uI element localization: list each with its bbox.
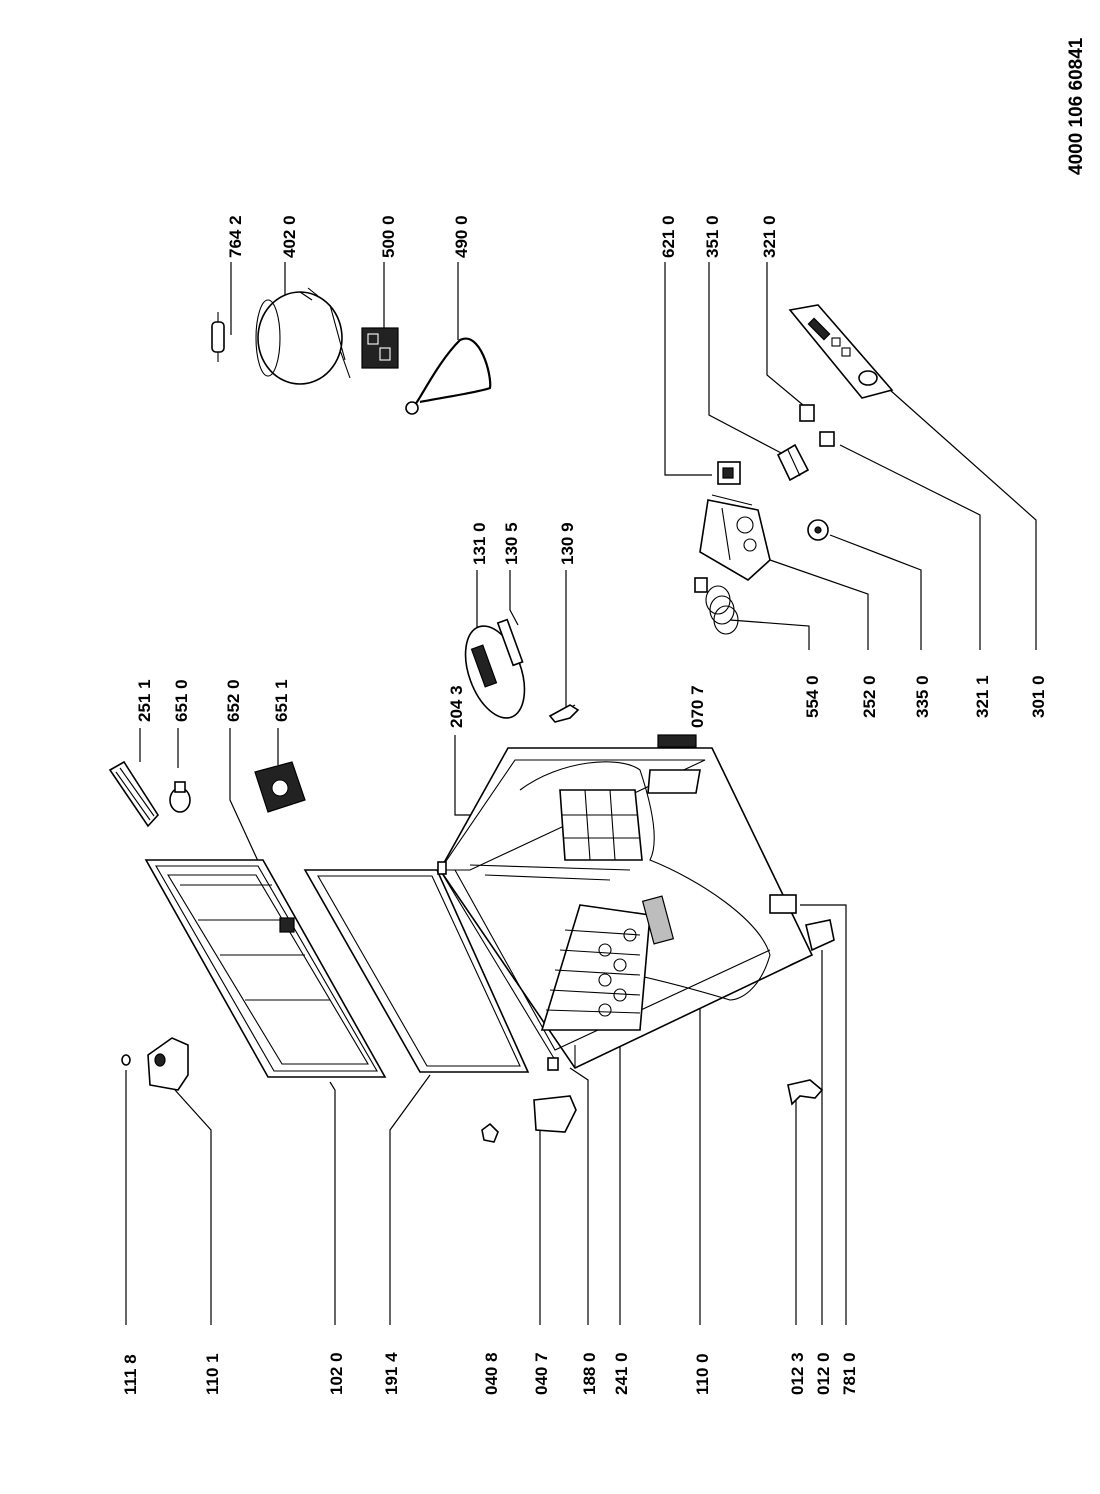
leader-621-0	[664, 262, 712, 476]
label-402-0: 402 0	[280, 215, 299, 258]
document-number: 4000 106 60841	[1066, 37, 1087, 175]
label-351-0: 351 0	[703, 215, 722, 258]
gasket-part	[303, 869, 530, 1073]
lid-latch-part	[279, 917, 295, 933]
label-110-1: 110 1	[203, 1353, 222, 1395]
leader-335-0	[829, 534, 922, 650]
label-251-1: 251 1	[135, 679, 154, 722]
label-204-3: 204 3	[447, 685, 466, 728]
foot-part	[481, 1122, 499, 1143]
leader-130-5	[509, 570, 519, 626]
compressor-part	[255, 287, 351, 385]
leader-110-1	[174, 1089, 212, 1325]
label-621-0: 621 0	[659, 215, 678, 258]
thermostat-oval-part	[464, 618, 526, 719]
leader-351-0	[708, 262, 786, 456]
leader-252-0	[769, 559, 869, 650]
thermostat-coil-part	[694, 577, 739, 635]
label-131-0: 131 0	[470, 522, 489, 565]
cabinet-body	[439, 747, 814, 1070]
label-651-0: 651 0	[172, 679, 191, 722]
bulb-part	[169, 781, 191, 813]
relay-block-part	[361, 327, 399, 369]
electrical-group	[694, 304, 894, 635]
label-651-1: 651 1	[272, 679, 291, 722]
door-shelves-part	[559, 789, 643, 861]
label-040-8: 040 8	[482, 1352, 501, 1395]
label-188-0: 188 0	[580, 1352, 599, 1395]
cap-part	[121, 1054, 131, 1066]
mid-labels: 251 1 651 0 652 0 651 1 204 3 070 7	[135, 679, 707, 728]
label-040-7: 040 7	[532, 1352, 551, 1395]
base-bracket-part	[769, 894, 797, 914]
leader-130-9	[565, 570, 576, 712]
control-panel-part	[788, 304, 894, 399]
power-cord-part	[405, 337, 492, 415]
base-clip-part	[805, 919, 835, 952]
label-335-0: 335 0	[913, 675, 932, 718]
connector-part	[717, 461, 741, 485]
label-652-0: 652 0	[224, 679, 243, 722]
hinge-handle-part	[147, 1037, 189, 1091]
switch-a-part	[799, 404, 815, 422]
leader-321-1	[839, 444, 981, 650]
label-781-0: 781 0	[840, 1352, 859, 1395]
label-111-8: 111 8	[121, 1354, 140, 1395]
clip-part	[548, 704, 580, 723]
label-301-0: 301 0	[1029, 675, 1048, 718]
label-070-7: 070 7	[688, 685, 707, 728]
switch-b-part	[819, 431, 835, 447]
left-labels: 111 8 110 1 102 0 191 4 040 8 040 7 188 …	[121, 1352, 859, 1395]
leader-301-0	[889, 389, 1037, 650]
cabinet-group	[437, 747, 835, 1071]
right-top-labels: 621 0 351 0 321 0	[659, 215, 779, 258]
knob-part	[807, 519, 829, 541]
right-bottom-labels: 554 0 252 0 335 0 321 1 301 0	[803, 675, 1048, 718]
label-012-0: 012 0	[814, 1352, 833, 1395]
leader-188-0	[569, 1067, 589, 1325]
basket-part	[540, 904, 651, 1031]
label-490-0: 490 0	[452, 215, 471, 258]
label-241-0: 241 0	[612, 1352, 631, 1395]
leader-191-4	[389, 1074, 431, 1325]
leader-554-0	[729, 619, 810, 650]
leader-321-0	[766, 262, 804, 406]
vent-grid-part	[657, 734, 697, 748]
bracket-part	[533, 1095, 577, 1133]
top-labels: 764 2 402 0 500 0 490 0	[226, 215, 471, 258]
label-321-0: 321 0	[760, 215, 779, 258]
light-cover-part	[108, 760, 160, 828]
filter-drier-part	[211, 312, 225, 362]
fan-grid-part	[254, 761, 306, 813]
leader-102-0	[329, 1081, 336, 1325]
small-parts-top	[108, 618, 697, 828]
handle-part	[641, 895, 675, 945]
lid-group	[121, 859, 824, 1143]
label-130-9: 130 9	[558, 522, 577, 565]
label-012-3: 012 3	[788, 1352, 807, 1395]
hook-part	[787, 1079, 824, 1106]
label-130-5: 130 5	[502, 522, 521, 565]
label-191-4: 191 4	[382, 1352, 401, 1395]
label-764-2: 764 2	[226, 215, 245, 258]
lid-part	[144, 859, 387, 1078]
plug-connector-part	[776, 443, 810, 482]
leader-781-0	[800, 904, 847, 1325]
thermostat-housing-part	[699, 494, 771, 581]
label-252-0: 252 0	[860, 675, 879, 718]
compressor-group	[211, 287, 492, 415]
label-110-0: 110 0	[693, 1353, 712, 1395]
label-102-0: 102 0	[327, 1352, 346, 1395]
label-554-0: 554 0	[803, 675, 822, 718]
mid-top-labels: 131 0 130 5 130 9	[470, 522, 577, 565]
label-321-1: 321 1	[973, 675, 992, 718]
label-500-0: 500 0	[379, 215, 398, 258]
